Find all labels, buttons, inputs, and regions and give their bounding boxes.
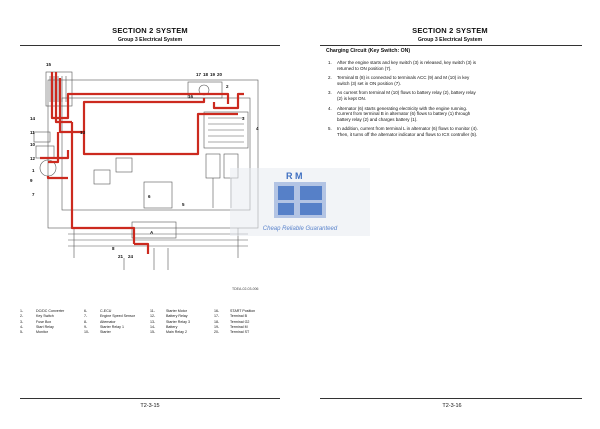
legend-item: 7-Engine Speed Sensor [84, 314, 135, 319]
header-rule [20, 45, 280, 46]
section-title: SECTION 2 SYSTEM [412, 26, 488, 35]
legend-column-2: 6-C-ECU 7-Engine Speed Sensor 8-Alternat… [84, 309, 135, 335]
callout-label: 3 [242, 116, 245, 121]
legend-item: 12-Battery Relay [150, 314, 188, 319]
callout-label: 18 [203, 72, 209, 77]
footer-rule [320, 398, 582, 399]
legend-item: 4-Start Relay [20, 324, 54, 329]
legend-item: 19-Terminal M [214, 324, 248, 329]
steps-list: 1.After the engine starts and key switch… [328, 60, 478, 142]
callout-label: 4 [256, 126, 259, 131]
legend-item: 3-Fuse Box [20, 319, 52, 324]
left-page: SECTION 2 SYSTEM Group 3 Electrical Syst… [20, 26, 280, 409]
legend-item: 18-Terminal G2 [214, 319, 250, 324]
page-number: T2-3-15 [140, 403, 160, 409]
callout-label: A [150, 230, 154, 235]
legend-item: 13-Starter Relay 3 [150, 319, 190, 324]
step-item: 1.After the engine starts and key switch… [328, 60, 477, 71]
callout-label: 17 [196, 72, 202, 77]
callout-label: 24 [128, 254, 134, 259]
callout-label: 11 [30, 130, 35, 135]
watermark-tagline: Cheap Reliable Guaranteed [263, 226, 338, 232]
legend-item: 6-C-ECU [84, 309, 112, 313]
legend-item: 10-Starter [84, 330, 111, 335]
group-title: Group 3 Electrical System [417, 37, 483, 43]
step-item: 5.In addition, current from terminal L i… [328, 126, 478, 137]
page-number: T2-3-16 [442, 403, 462, 409]
callout-label: 15 [46, 62, 52, 67]
legend-item: 9-Starter Relay 1 [84, 324, 124, 329]
callout-label: 20 [217, 72, 223, 77]
callout-label: 8 [112, 246, 115, 251]
legend-item: 17-Terminal B [214, 314, 247, 319]
legend-item: 20-Terminal ST [214, 330, 250, 335]
legend-column-3: 11-Starter Motor 12-Battery Relay 13-Sta… [150, 309, 190, 335]
legend-column-4: 16-START Position 17-Terminal B 18-Termi… [214, 309, 255, 335]
section-heading: Charging Circuit (Key Switch: ON) [326, 48, 411, 54]
group-title: Group 3 Electrical System [117, 37, 183, 43]
watermark-letters: R M [286, 171, 303, 181]
callout-label: 5 [182, 202, 185, 207]
callout-label: 19 [210, 72, 216, 77]
callout-label: 9 [30, 178, 33, 183]
section-title: SECTION 2 SYSTEM [112, 26, 188, 35]
header-rule [320, 45, 582, 46]
legend-item: 16-START Position [214, 309, 256, 313]
legend-column-1: 1-DC/DC Converter 2-Key Switch 3-Fuse Bo… [20, 309, 64, 335]
footer-rule [20, 398, 280, 399]
legend-item: 1-DC/DC Converter [20, 309, 65, 313]
callout-label: 2 [226, 84, 229, 89]
legend-item: 5-Monitor [20, 330, 48, 335]
watermark-logo: R M Cheap Reliable Guaranteed [230, 168, 370, 236]
legend-item: 15-Main Relay 2 [150, 330, 187, 335]
step-item: 3.As current from terminal M (10) flows … [328, 90, 476, 101]
callout-label: 6 [148, 194, 151, 199]
callout-label: 14 [30, 116, 36, 121]
callout-label: 16 [188, 94, 194, 99]
legend-item: 14-Battery [150, 324, 178, 329]
step-item: 4.Alternator (6) starts generating elect… [328, 105, 471, 122]
right-page: SECTION 2 SYSTEM Group 3 Electrical Syst… [300, 0, 600, 429]
callout-label: 1 [32, 168, 35, 173]
legend-item: 8-Alternator [84, 319, 116, 324]
callout-label: 13 [80, 130, 86, 135]
legend-item: 11-Starter Motor [150, 309, 187, 313]
step-item: 2.Terminal B (8) is connected to termina… [328, 75, 470, 86]
callout-label: 10 [30, 142, 36, 147]
figure-id: TDEA-02-03-006 [232, 287, 259, 291]
charging-circuit-diagram: 15 17 18 19 20 16 2 3 14 11 13 10 12 1 4… [30, 62, 259, 270]
legend-item: 2-Key Switch [20, 314, 54, 319]
callout-label: 21 [118, 254, 124, 259]
callout-label: 7 [32, 192, 35, 197]
callout-label: 12 [30, 156, 36, 161]
